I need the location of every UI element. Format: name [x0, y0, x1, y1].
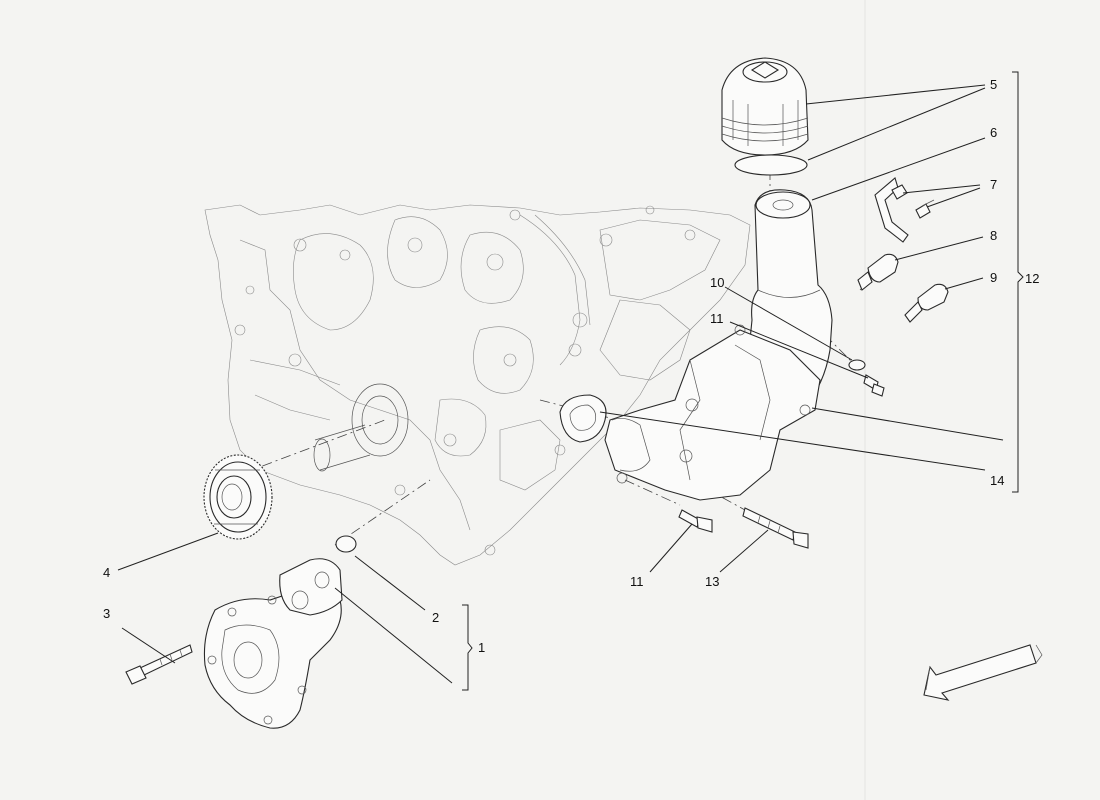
engine-block: [204, 204, 751, 566]
callout-1: 1: [478, 640, 485, 655]
callout-10: 10: [710, 275, 724, 290]
bracket-part: [874, 177, 935, 243]
gear-part: [203, 454, 273, 540]
small-bolt-part: [863, 374, 885, 397]
gasket-part: [559, 394, 607, 443]
leader-lines: [117, 71, 1024, 691]
front-direction-arrow-icon: [923, 644, 1037, 701]
callout-5: 5: [990, 77, 997, 92]
callout-3: 3: [103, 606, 110, 621]
housing-bolt-part: [678, 509, 713, 533]
long-bolt-part: [742, 507, 809, 549]
callout-11-upper: 11: [710, 311, 724, 326]
temperature-sensor-part: [904, 283, 949, 323]
callout-9: 9: [990, 270, 997, 285]
washer-part: [848, 359, 866, 371]
callout-7: 7: [990, 177, 997, 192]
o-ring-part: [335, 535, 357, 553]
callout-6: 6: [990, 125, 997, 140]
pressure-sensor-part: [857, 253, 899, 291]
filter-cap-part: [721, 57, 809, 156]
callout-4: 4: [103, 565, 110, 580]
oil-pump-part: [203, 558, 343, 729]
callout-12: 12: [1025, 271, 1039, 286]
callout-13: 13: [705, 574, 719, 589]
oil-cooler-part: [604, 324, 821, 501]
filter-o-ring-part: [734, 154, 808, 176]
callout-8: 8: [990, 228, 997, 243]
callout-2: 2: [432, 610, 439, 625]
callout-11-lower: 11: [630, 574, 644, 589]
callout-14: 14: [990, 473, 1004, 488]
bolt-part: [125, 644, 193, 685]
